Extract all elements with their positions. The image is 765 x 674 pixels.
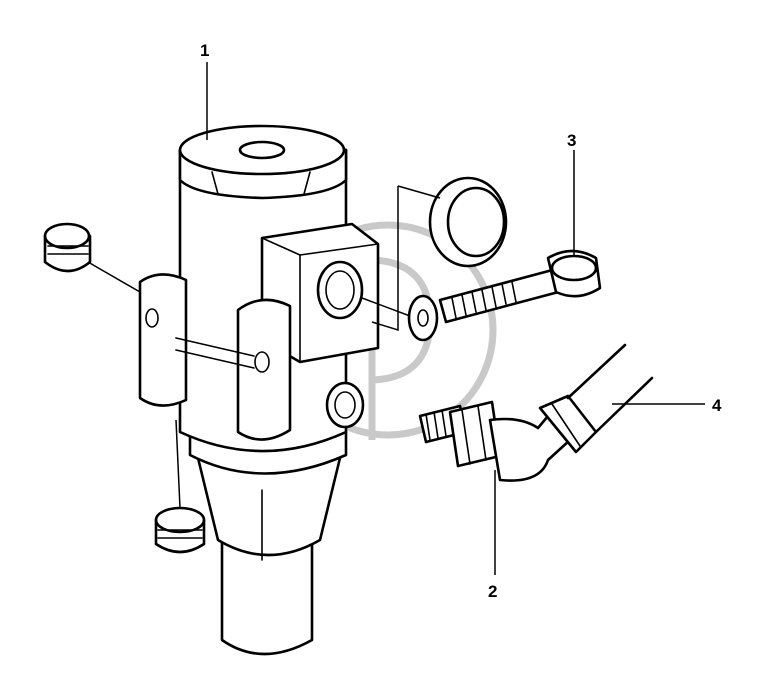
bolt [438,150,602,324]
callout-1: 1 [200,41,209,60]
pump-body [138,124,380,656]
elbow-fitting [418,394,598,575]
plug-upper-left [43,222,141,293]
plug-lower-left [154,419,206,554]
seal-ring [371,176,508,332]
callout-2: 2 [488,582,497,601]
callout-3: 3 [567,131,576,150]
washer [361,294,439,342]
hose [566,343,705,434]
callout-4: 4 [712,396,722,415]
